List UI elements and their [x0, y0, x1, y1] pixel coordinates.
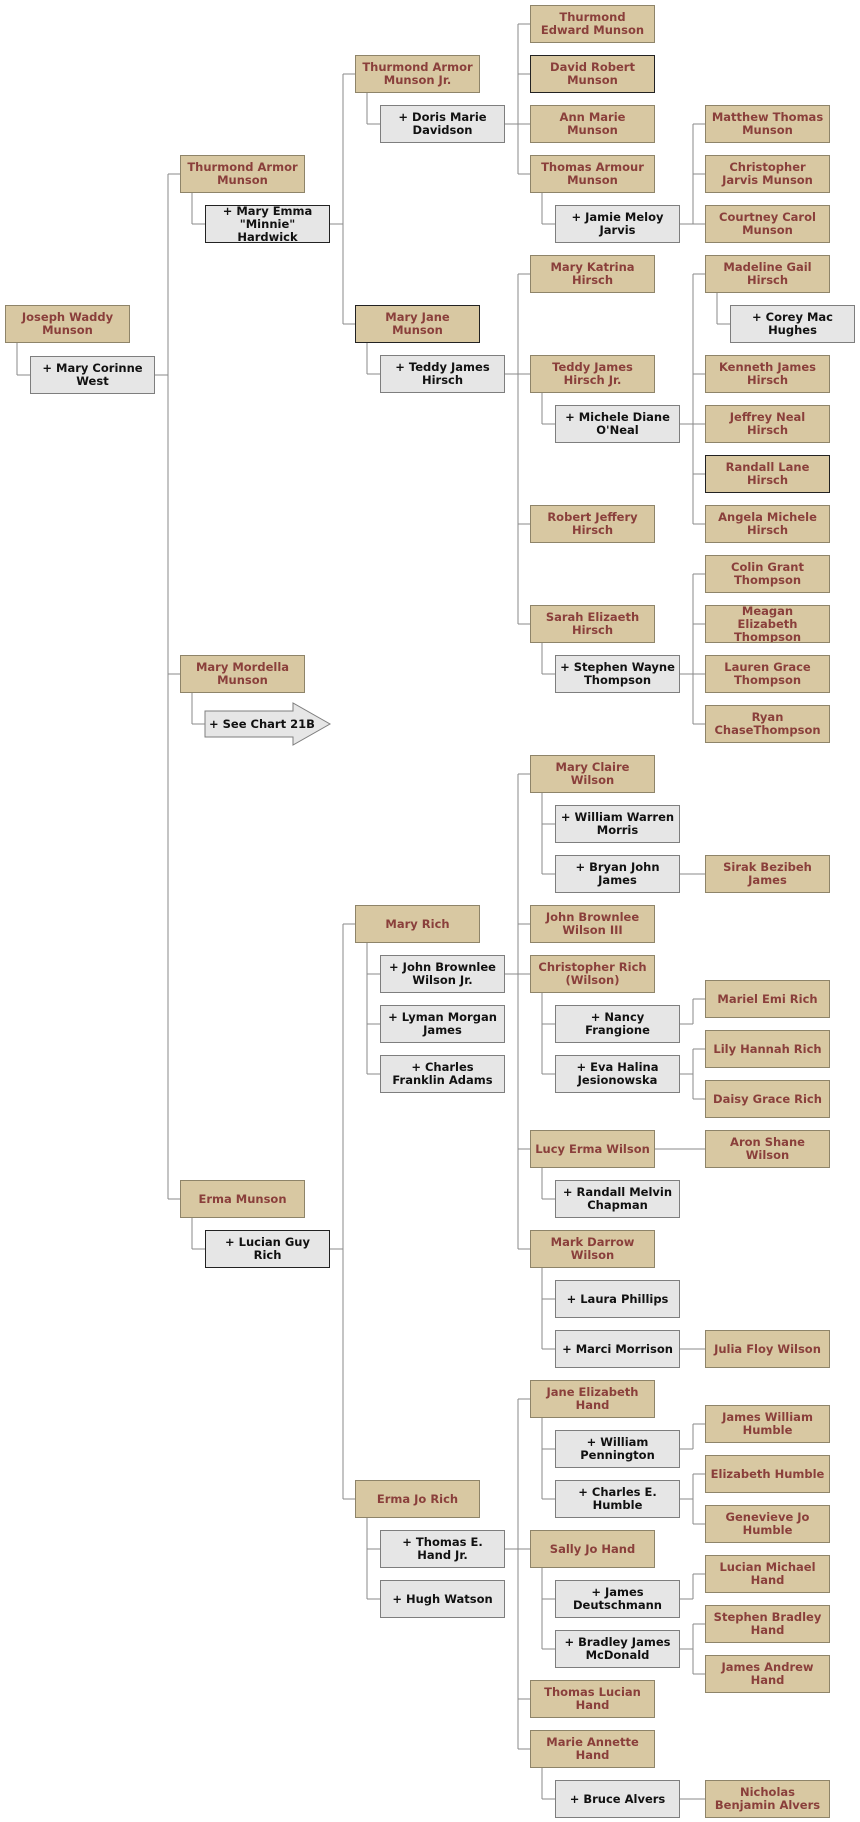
person-box-thurmond-jr: Thurmond Armor Munson Jr.: [355, 55, 480, 93]
person-box-robert-jeffery: Robert Jeffery Hirsch: [530, 505, 655, 543]
spouse-box-lucian-guy: + Lucian Guy Rich: [205, 1230, 330, 1268]
see-chart-label: + See Chart 21B: [209, 717, 315, 731]
person-box-christopher: Christopher Rich (Wilson): [530, 955, 655, 993]
person-box-courtney: Courtney Carol Munson: [705, 205, 830, 243]
person-box-james-andrew: James Andrew Hand: [705, 1655, 830, 1693]
spouse-box-nancy: + Nancy Frangione: [555, 1005, 680, 1043]
person-box-lucian-michael: Lucian Michael Hand: [705, 1555, 830, 1593]
person-box-kenneth: Kenneth James Hirsch: [705, 355, 830, 393]
person-box-teddy-jr: Teddy James Hirsch Jr.: [530, 355, 655, 393]
person-box-john-iii: John Brownlee Wilson III: [530, 905, 655, 943]
person-box-elizabeth-humble: Elizabeth Humble: [705, 1455, 830, 1493]
person-box-sally: Sally Jo Hand: [530, 1530, 655, 1568]
spouse-box-thomas-hand: + Thomas E. Hand Jr.: [380, 1530, 505, 1568]
spouse-box-stephen: + Stephen Wayne Thompson: [555, 655, 680, 693]
person-box-nicholas: Nicholas Benjamin Alvers: [705, 1780, 830, 1818]
person-box-mary-rich: Mary Rich: [355, 905, 480, 943]
see-chart-arrow-icon: [204, 702, 332, 746]
spouse-box-mary-emma: + Mary Emma "Minnie" Hardwick: [205, 205, 330, 243]
spouse-box-corey: + Corey Mac Hughes: [730, 305, 855, 343]
person-box-jane-elizabeth: Jane Elizabeth Hand: [530, 1380, 655, 1418]
spouse-box-bryan: + Bryan John James: [555, 855, 680, 893]
person-box-madeline: Madeline Gail Hirsch: [705, 255, 830, 293]
person-box-genevieve: Genevieve Jo Humble: [705, 1505, 830, 1543]
person-box-julia: Julia Floy Wilson: [705, 1330, 830, 1368]
spouse-box-laura: + Laura Phillips: [555, 1280, 680, 1318]
person-box-stephen-bradley: Stephen Bradley Hand: [705, 1605, 830, 1643]
person-box-ryan: Ryan ChaseThompson: [705, 705, 830, 743]
person-box-angela: Angela Michele Hirsch: [705, 505, 830, 543]
person-box-james-humble: James William Humble: [705, 1405, 830, 1443]
person-box-erma-jo: Erma Jo Rich: [355, 1480, 480, 1518]
spouse-box-lyman: + Lyman Morgan James: [380, 1005, 505, 1043]
spouse-box-michele: + Michele Diane O'Neal: [555, 405, 680, 443]
person-box-thomas-armour: Thomas Armour Munson: [530, 155, 655, 193]
spouse-box-john-wilson-jr: + John Brownlee Wilson Jr.: [380, 955, 505, 993]
spouse-box-bruce: + Bruce Alvers: [555, 1780, 680, 1818]
person-box-thomas-lucian: Thomas Lucian Hand: [530, 1680, 655, 1718]
person-box-mariel: Mariel Emi Rich: [705, 980, 830, 1018]
spouse-box-mary-corinne: + Mary Corinne West: [30, 356, 155, 394]
person-box-christopher-jarvis: Christopher Jarvis Munson: [705, 155, 830, 193]
spouse-box-william-morris: + William Warren Morris: [555, 805, 680, 843]
person-box-colin: Colin Grant Thompson: [705, 555, 830, 593]
person-box-sarah: Sarah Elizaeth Hirsch: [530, 605, 655, 643]
person-box-mark: Mark Darrow Wilson: [530, 1230, 655, 1268]
person-box-randall-lane: Randall Lane Hirsch: [705, 455, 830, 493]
person-box-david-robert: David Robert Munson: [530, 55, 655, 93]
person-box-joseph: Joseph Waddy Munson: [5, 305, 130, 343]
spouse-box-charles-humble: + Charles E. Humble: [555, 1480, 680, 1518]
person-box-lucy: Lucy Erma Wilson: [530, 1130, 655, 1168]
person-box-mary-jane: Mary Jane Munson: [355, 305, 480, 343]
person-box-marie-annette: Marie Annette Hand: [530, 1730, 655, 1768]
spouse-box-eva: + Eva Halina Jesionowska: [555, 1055, 680, 1093]
spouse-box-marci: + Marci Morrison: [555, 1330, 680, 1368]
person-box-sirak: Sirak Bezibeh James: [705, 855, 830, 893]
person-box-jeffrey: Jeffrey Neal Hirsch: [705, 405, 830, 443]
person-box-mary-katrina: Mary Katrina Hirsch: [530, 255, 655, 293]
person-box-thurmond-edward: Thurmond Edward Munson: [530, 5, 655, 43]
spouse-box-charles-adams: + Charles Franklin Adams: [380, 1055, 505, 1093]
person-box-matthew: Matthew Thomas Munson: [705, 105, 830, 143]
person-box-aron: Aron Shane Wilson: [705, 1130, 830, 1168]
person-box-lauren: Lauren Grace Thompson: [705, 655, 830, 693]
spouse-box-jamie: + Jamie Meloy Jarvis: [555, 205, 680, 243]
person-box-mary-claire: Mary Claire Wilson: [530, 755, 655, 793]
spouse-box-randall-chapman: + Randall Melvin Chapman: [555, 1180, 680, 1218]
spouse-box-hugh: + Hugh Watson: [380, 1580, 505, 1618]
spouse-box-bradley: + Bradley James McDonald: [555, 1630, 680, 1668]
person-box-erma-munson: Erma Munson: [180, 1180, 305, 1218]
person-box-lily: Lily Hannah Rich: [705, 1030, 830, 1068]
person-box-meagan: Meagan Elizabeth Thompson: [705, 605, 830, 643]
spouse-box-william-pennington: + William Pennington: [555, 1430, 680, 1468]
person-box-daisy: Daisy Grace Rich: [705, 1080, 830, 1118]
person-box-thurmond-armor: Thurmond Armor Munson: [180, 155, 305, 193]
person-box-ann-marie: Ann Marie Munson: [530, 105, 655, 143]
spouse-box-doris: + Doris Marie Davidson: [380, 105, 505, 143]
spouse-box-teddy-hirsch: + Teddy James Hirsch: [380, 355, 505, 393]
spouse-box-james-deutschmann: + James Deutschmann: [555, 1580, 680, 1618]
person-box-mary-mordella: Mary Mordella Munson: [180, 655, 305, 693]
